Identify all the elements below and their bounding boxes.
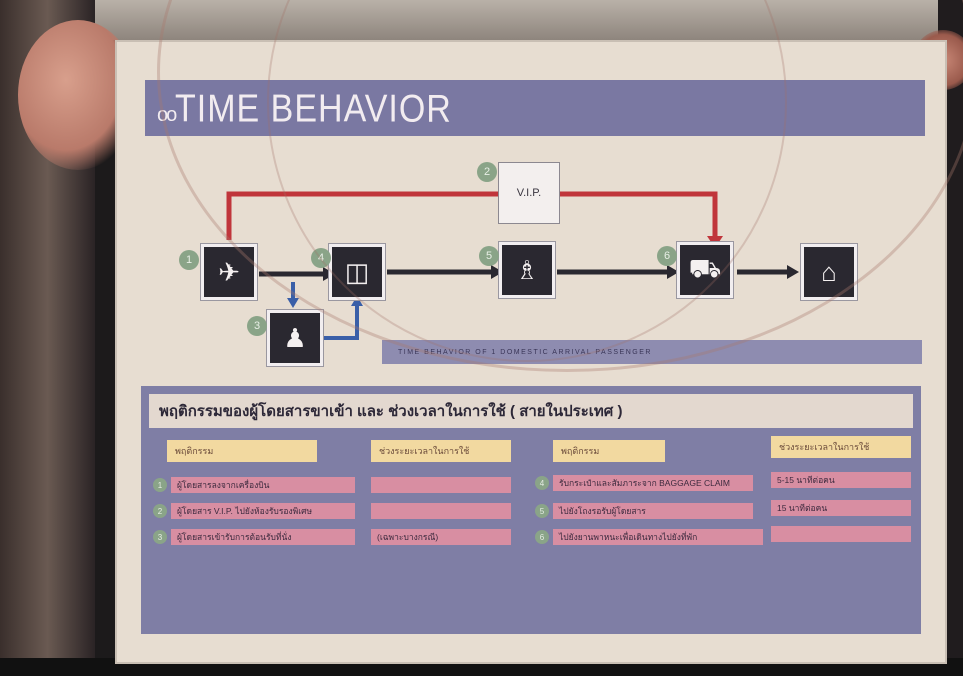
step-3-reception-desk-icon: ♟ [267,310,323,366]
vip-route-arrow [226,191,718,240]
photo-background-top [0,0,963,40]
left-header-time: ช่วงระยะเวลาในการใช้ [371,440,511,462]
board-title: TIME BEHAVIOR [175,87,452,131]
row-6-time [771,526,911,542]
title-dots: oo [157,104,177,126]
row-4-number: 4 [535,476,549,490]
row-5-time: 15 นาทีต่อคน [771,500,911,516]
row-3-number: 3 [153,530,167,544]
title-band [145,80,925,136]
row-4-time: 5-15 นาทีต่อคน [771,472,911,488]
row-3-behavior: ผู้โดยสารเข้ารับการต้อนรับที่นั่ง [171,529,355,545]
side-route-return [323,304,359,340]
row-1-time [371,477,511,493]
row-3-time: (เฉพาะบางกรณี) [371,529,511,545]
behavior-table-panel: พฤติกรรมของผู้โดยสารขาเข้า และ ช่วงเวลาใ… [141,386,921,634]
diagram-caption: TIME BEHAVIOR OF 1 DOMESTIC ARRIVAL PASS… [382,340,922,364]
row-1-behavior: ผู้โดยสารลงจากเครื่องบิน [171,477,355,493]
arrowhead-5-6 [667,265,679,279]
step-1-number: 1 [179,250,199,270]
side-arrowhead-up [351,296,363,306]
right-header-time: ช่วงระยะเวลาในการใช้ [771,436,911,458]
step-5-meeting-people-icon: ♗ [499,242,555,298]
step-3-number: 3 [247,316,267,336]
step-2-number: 2 [477,162,497,182]
photo-background-bottom [0,658,963,676]
step-5-number: 5 [479,246,499,266]
step-1-airplane-icon: ✈ [201,244,257,300]
row-2-behavior: ผู้โดยสาร V.I.P. ไปยังห้องรับรองพิเศษ [171,503,355,519]
presentation-board: oo TIME BEHAVIOR ✈ 1 2 V.I.P. ♟ [117,0,963,662]
left-header-behavior: พฤติกรรม [167,440,317,462]
step-6-taxi-car-icon: ⛟ [677,242,733,298]
vip-label: V.I.P. [516,187,542,199]
step-4-baggage-claim-icon: ◫ [329,244,385,300]
row-2-number: 2 [153,504,167,518]
flow-diagram: ✈ 1 2 V.I.P. ♟ 3 ◫ 4 ♗ 5 ⛟ 6 ⌂ TIME BEHA… [117,42,945,372]
arrowhead-4-5 [491,265,503,279]
arrowhead-6-7 [787,265,799,279]
row-1-number: 1 [153,478,167,492]
side-arrowhead-down [287,298,299,308]
row-2-time [371,503,511,519]
step-4-number: 4 [311,248,331,268]
row-6-number: 6 [535,530,549,544]
row-5-behavior: ไปยังโถงรอรับผู้โดยสาร [553,503,753,519]
row-4-behavior: รับกระเป๋าและสัมภาระจาก BAGGAGE CLAIM [553,475,753,491]
right-header-behavior: พฤติกรรม [553,440,665,462]
row-5-number: 5 [535,504,549,518]
step-6-number: 6 [657,246,677,266]
house-icon: ⌂ [801,244,857,300]
table-heading: พฤติกรรมของผู้โดยสารขาเข้า และ ช่วงเวลาใ… [149,394,913,428]
row-6-behavior: ไปยังยานพาหนะเพื่อเดินทางไปยังที่พัก [553,529,763,545]
vip-box: V.I.P. [498,162,560,224]
